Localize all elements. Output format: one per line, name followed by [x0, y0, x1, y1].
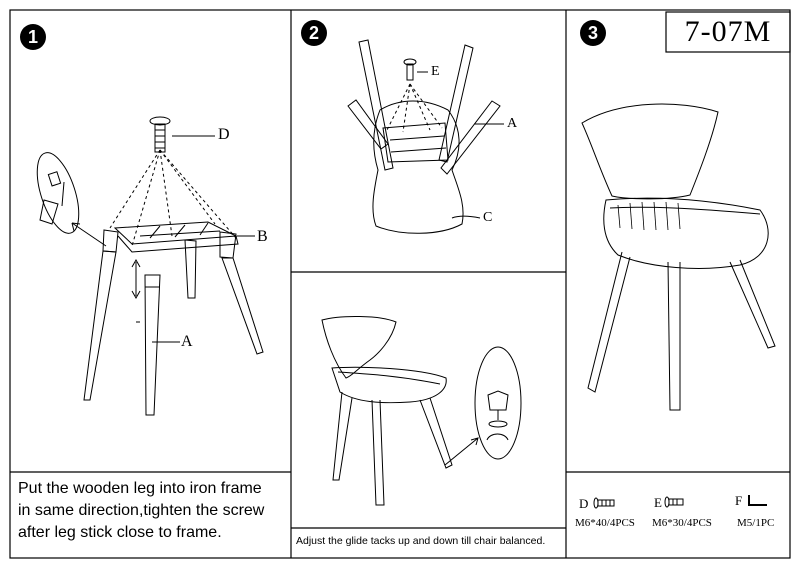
model-number: 7-07M [684, 15, 772, 48]
step1-frame-and-legs [36, 116, 264, 416]
label-d: D [218, 126, 230, 143]
part-e-letter: E [654, 495, 662, 510]
label-b: B [257, 228, 268, 245]
step-3-number: 3 [580, 20, 606, 46]
long-bolt-icon [593, 497, 615, 509]
model-box [665, 11, 791, 53]
part-e-spec: M6*30/4PCS [652, 517, 712, 529]
step-1-caption-line: Put the wooden leg into iron frame [18, 480, 262, 497]
step3-assembled-chair [581, 103, 776, 411]
short-bolt-icon [664, 496, 684, 508]
glide-adjustment-chair [321, 315, 522, 506]
step-2-number: 2 [301, 20, 327, 46]
step-1-caption: Put the wooden leg into iron frame in sa… [18, 478, 290, 544]
label-e: E [431, 64, 440, 79]
part-d-letter: D [579, 496, 589, 511]
part-f-spec: M5/1PC [737, 517, 775, 529]
step-1-number: 1 [20, 24, 46, 50]
step-1-caption-line: after leg stick close to frame. [18, 524, 222, 541]
label-c: C [483, 210, 493, 225]
outer-frame [9, 9, 791, 559]
step-1-caption-line: in same direction,tighten the screw [18, 502, 265, 519]
label-a-step2: A [507, 116, 518, 131]
step2-seat-upside-down [347, 39, 504, 234]
allen-key-icon [748, 495, 767, 506]
part-d-spec: M6*40/4PCS [575, 517, 635, 529]
part-f-letter: F [735, 493, 743, 508]
step-2-caption: Adjust the glide tacks up and down till … [296, 535, 546, 547]
label-a: A [181, 333, 193, 350]
